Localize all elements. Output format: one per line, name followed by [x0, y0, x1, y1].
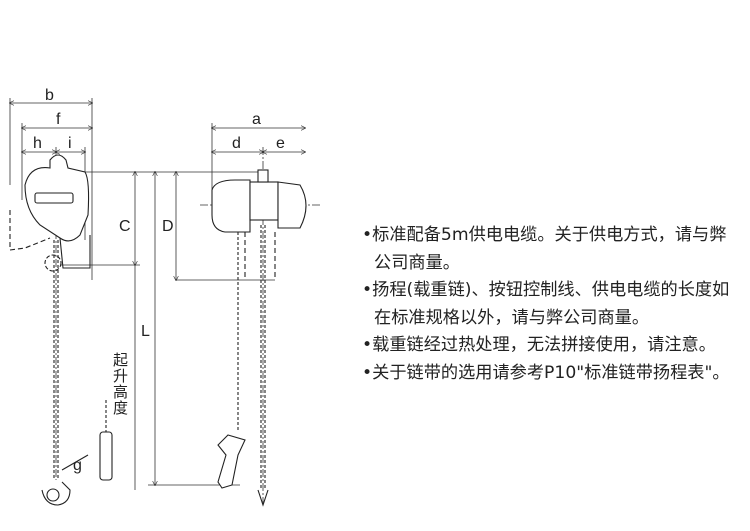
- dim-C: C: [119, 218, 131, 235]
- lift-height-label: 起升高度: [113, 351, 129, 417]
- notes: •标准配备5m供电电缆。关于供电方式，请与弊 公司商量。 •扬程(载重链)、按钮…: [362, 222, 750, 388]
- dim-b: b: [45, 87, 54, 104]
- dim-D: D: [162, 218, 174, 235]
- dim-i: i: [68, 135, 72, 152]
- dim-h: h: [33, 135, 42, 152]
- dim-f: f: [56, 111, 61, 128]
- note-3: •载重链经过热处理，无法拼接使用，请注意。: [362, 335, 716, 356]
- note-2: •扬程(载重链)、按钮控制线、供电电缆的长度如: [362, 280, 730, 301]
- hoist-front-view: [211, 169, 307, 507]
- note-1-cont: 公司商量。: [374, 252, 460, 273]
- note-1: •标准配备5m供电电缆。关于供电方式，请与弊: [362, 225, 727, 245]
- dim-g: g: [73, 457, 82, 474]
- dim-e: e: [276, 135, 285, 152]
- dim-d: d: [232, 135, 241, 152]
- dim-L: L: [141, 323, 150, 340]
- note-2-cont: 在标准规格以外，请与弊公司商量。: [374, 307, 650, 328]
- hoist-side-view: [9, 154, 113, 506]
- dim-a: a: [252, 111, 261, 128]
- note-4: •关于链带的选用请参考P10"标准链带扬程表"。: [362, 362, 730, 383]
